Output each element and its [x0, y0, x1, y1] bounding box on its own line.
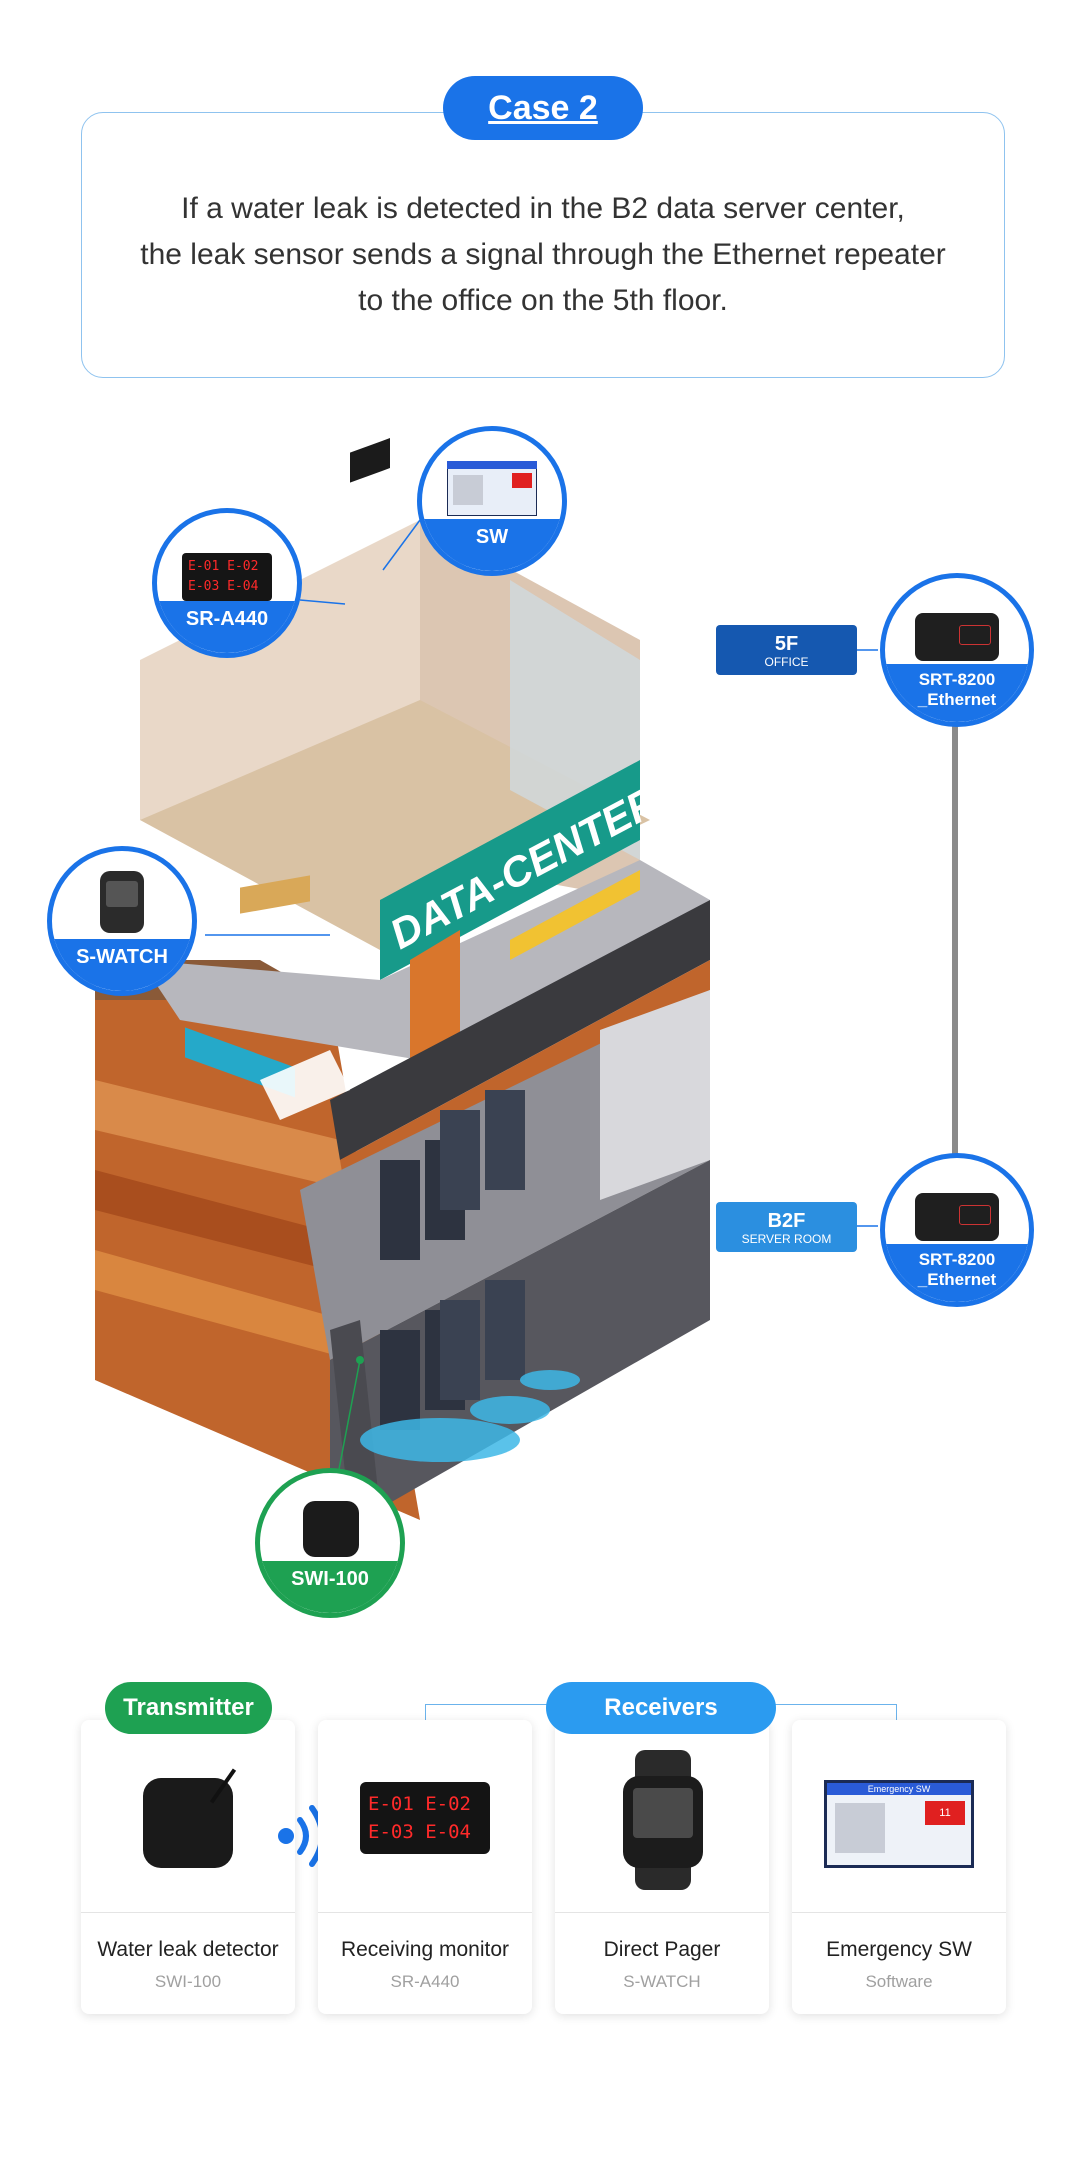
- swi-100-callout: SWI-100: [255, 1468, 405, 1618]
- data-center-banner: [380, 760, 640, 980]
- server-rack: [440, 1110, 480, 1210]
- led-display-icon: E-01 E-02 E-03 E-04: [360, 1782, 490, 1854]
- case-description: If a water leak is detected in the B2 da…: [120, 186, 966, 324]
- card-model: Software: [865, 1972, 933, 1991]
- case-title: Case 2: [443, 76, 643, 140]
- road-slab: [330, 900, 710, 1160]
- floor-tag-5f-title: 5F: [774, 633, 799, 655]
- ethernet-repeater-icon: [915, 1193, 999, 1241]
- connector-line: [382, 519, 421, 571]
- sensor-dot: [356, 1356, 364, 1364]
- product-card-direct-pager: Direct Pager S-WATCH: [555, 1720, 769, 2014]
- ethernet-repeater-icon: [915, 613, 999, 661]
- floorplan-icon: [835, 1803, 885, 1853]
- server-rack: [440, 1300, 480, 1400]
- product-card-water-leak-detector: Water leak detector SWI-100: [81, 1720, 295, 2014]
- product-card-emergency-sw: Emergency SW 11 Emergency SW Software: [792, 1720, 1006, 2014]
- s-watch-callout: S-WATCH: [47, 846, 197, 996]
- emergency-sw-screen-icon: [447, 461, 537, 516]
- card-image-area: [555, 1720, 769, 1913]
- card-name: Receiving monitor: [340, 1938, 510, 1961]
- product-card-receiving-monitor: E-01 E-02 E-03 E-04 Receiving monitor SR…: [318, 1720, 532, 2014]
- server-rack: [380, 1160, 420, 1260]
- screen-alert-number: 11: [925, 1801, 965, 1825]
- sr-a440-label: SR-A440: [157, 601, 297, 653]
- s-watch-label: S-WATCH: [52, 939, 192, 991]
- case-line-1: If a water leak is detected in the B2 da…: [181, 192, 905, 225]
- water-leak-puddle: [360, 1418, 520, 1462]
- floor-tag-b2f-title: B2F: [767, 1210, 806, 1232]
- swi-100-label: SWI-100: [260, 1561, 400, 1613]
- floor-tag-b2f-subtitle: SERVER ROOM: [741, 1232, 832, 1246]
- case-line-3: to the office on the 5th floor.: [358, 284, 728, 317]
- data-center-illustration: DATA-CENTER: [95, 438, 958, 1520]
- card-model: SWI-100: [154, 1972, 222, 1991]
- server-rack: [485, 1280, 525, 1380]
- water-leak-puddle: [520, 1370, 580, 1390]
- b1-right-wall: [600, 990, 710, 1200]
- srt-8200-bottom-label: SRT-8200 _Ethernet: [885, 1244, 1029, 1302]
- wall-display: [350, 438, 390, 483]
- srt-8200-top-callout: SRT-8200 _Ethernet: [880, 573, 1034, 727]
- card-model: SR-A440: [390, 1972, 460, 1991]
- card-image-area: E-01 E-02 E-03 E-04: [318, 1720, 532, 1913]
- case-line-2: the leak sensor sends a signal through t…: [140, 238, 946, 271]
- card-image-area: [81, 1720, 295, 1913]
- ground-layer-1: [95, 1080, 350, 1190]
- srt-8200-bottom-callout: SRT-8200 _Ethernet: [880, 1153, 1034, 1307]
- watch-icon: [100, 871, 144, 933]
- lobby-yellow-rail: [510, 870, 640, 960]
- card-name: Water leak detector: [97, 1938, 279, 1961]
- sw-callout: SW: [417, 426, 567, 576]
- led-display-icon: E-01 E-02 E-03 E-04: [182, 553, 272, 601]
- software-screen-icon: Emergency SW 11: [824, 1780, 974, 1868]
- server-rack: [380, 1330, 420, 1430]
- ground-layer-3: [95, 1250, 390, 1370]
- transmitter-pill: Transmitter: [105, 1682, 272, 1734]
- connector-line: [299, 599, 346, 605]
- card-name: Direct Pager: [603, 1938, 721, 1961]
- watch-icon: [623, 1776, 703, 1868]
- card-model: S-WATCH: [623, 1972, 701, 1991]
- crosswalk: [260, 1050, 350, 1120]
- sw-label: SW: [422, 519, 562, 571]
- screen-title: Emergency SW: [827, 1783, 971, 1795]
- srt-8200-top-label: SRT-8200 _Ethernet: [885, 664, 1029, 722]
- server-racks-b1: [380, 1090, 525, 1260]
- receivers-pill: Receivers: [546, 1682, 776, 1734]
- floor-tag-5f: 5F OFFICE: [716, 625, 857, 675]
- floor-tag-5f-subtitle: OFFICE: [764, 655, 809, 669]
- ground-layer-2: [95, 1170, 368, 1280]
- lobby-table: [240, 875, 310, 914]
- floor-tag-b2f: B2F SERVER ROOM: [716, 1202, 857, 1252]
- card-name: Emergency SW: [826, 1938, 972, 1961]
- water-leak-puddle: [470, 1396, 550, 1424]
- server-racks-b2: [380, 1280, 525, 1430]
- server-rack: [485, 1090, 525, 1190]
- b2-left-wall: [330, 1320, 380, 1520]
- sr-a440-callout: E-01 E-02 E-03 E-04 SR-A440: [152, 508, 302, 658]
- leak-detector-icon: [303, 1501, 359, 1557]
- card-image-area: Emergency SW 11: [792, 1720, 1006, 1913]
